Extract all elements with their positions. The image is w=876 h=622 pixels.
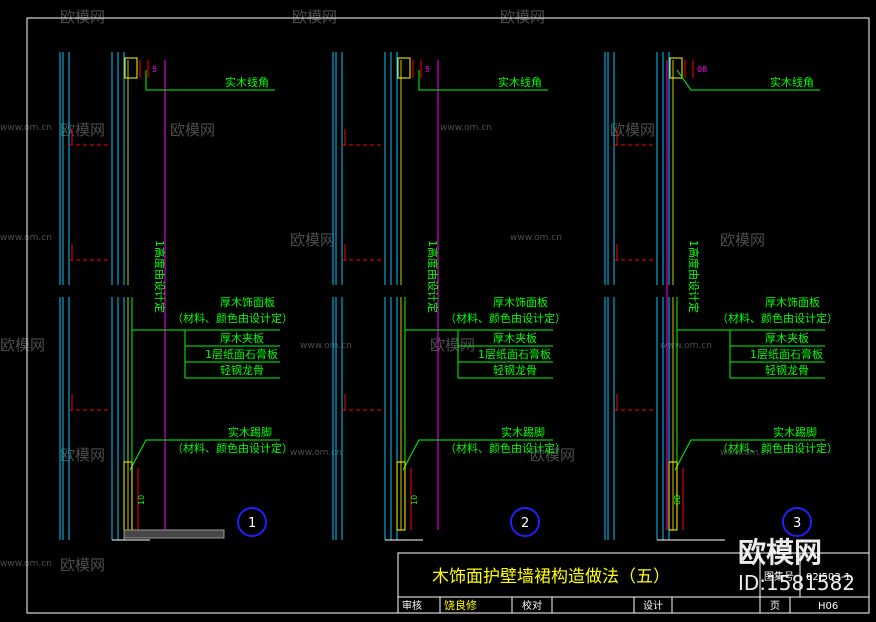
- watermark-url: www.om.cn: [720, 448, 772, 458]
- watermark-text: 欧模网: [720, 231, 765, 249]
- top-moulding-label: 实木线角: [225, 75, 269, 89]
- review-label: 审核: [402, 599, 422, 612]
- base-leader: [674, 439, 825, 471]
- base-label: 实木踢脚: [228, 425, 272, 439]
- watermark-text: 欧模网: [530, 446, 575, 464]
- top-dim-text: 08: [697, 65, 707, 74]
- watermark-text: 欧模网: [292, 8, 337, 26]
- watermark-text: 欧模网: [290, 231, 335, 249]
- base-leader: [129, 439, 280, 471]
- panel-leader: [677, 329, 825, 379]
- height-label: 1高度由设计定: [426, 240, 440, 313]
- title-block: 木饰面护壁墙裙构造做法（五） 图集号 02J503-1 审核 饶良修 校对 设计…: [397, 552, 870, 614]
- top-leader: [676, 69, 820, 91]
- top-leader: [145, 70, 275, 91]
- panel-label: 1层纸面石膏板: [478, 347, 551, 361]
- watermark-text: 欧模网: [60, 556, 105, 574]
- check-label: 校对: [522, 599, 542, 612]
- base-label: 实木踢脚: [773, 425, 817, 439]
- height-label: 1高度由设计定: [687, 240, 701, 313]
- height-label: 1高度由设计定: [153, 240, 167, 313]
- panel-label: 轻钢龙骨: [765, 363, 809, 377]
- atlas-label: 图集号: [764, 570, 794, 583]
- base-label: （材料、颜色由设计定）: [445, 441, 566, 455]
- section-number-circle: [237, 507, 267, 537]
- base-dim-text: 10: [137, 495, 146, 505]
- skirting-board: [668, 461, 678, 531]
- panel-leader: [405, 329, 553, 379]
- watermark-text: 欧模网: [60, 121, 105, 139]
- watermark-url: www.om.cn: [290, 448, 342, 458]
- top-moulding: [124, 57, 138, 79]
- panel-label: 厚木夹板: [220, 331, 264, 345]
- watermark-url: www.om.cn: [510, 233, 562, 243]
- section-2: 5 实木线角 1高度由设计定厚木饰面板 （材料、颜色由设计定） 厚木夹板 1层纸面石膏板轻…: [332, 52, 566, 541]
- top-moulding-label: 实木线角: [770, 75, 814, 89]
- base-label: 实木踢脚: [501, 425, 545, 439]
- panel-label: 1层纸面石膏板: [205, 347, 278, 361]
- section-number: 1: [248, 516, 256, 531]
- panel-label: （材料、颜色由设计定）: [445, 311, 566, 325]
- section-number: 3: [793, 516, 801, 531]
- base-dim-text: 08: [673, 495, 682, 505]
- top-moulding: [669, 57, 683, 79]
- watermark-url: www.om.cn: [0, 233, 52, 243]
- section-1: 5 实木线角 1高度由设计定厚木饰面板 （材料、颜色由设计定） 厚木夹板 1层纸面石膏板轻…: [59, 52, 293, 541]
- review-name: 饶良修: [444, 598, 477, 612]
- floor-slab: [123, 529, 225, 539]
- panel-label: 1层纸面石膏板: [750, 347, 823, 361]
- top-moulding: [397, 57, 411, 79]
- base-label: （材料、颜色由设计定）: [717, 441, 838, 455]
- section-number-circle: [510, 507, 540, 537]
- panel-label: 厚木夹板: [493, 331, 537, 345]
- watermark-text: 欧模网: [170, 121, 215, 139]
- panel-label: 厚木饰面板: [220, 295, 275, 309]
- watermark-text: 欧模网: [500, 8, 545, 26]
- top-dim-text: 5: [425, 65, 430, 74]
- section-number-circle: [782, 507, 812, 537]
- panel-label: 厚木饰面板: [765, 295, 820, 309]
- skirting-board: [396, 461, 406, 531]
- design-label: 设计: [643, 599, 663, 612]
- panel-leader: [132, 329, 280, 379]
- brand-name: 欧模网: [738, 536, 822, 569]
- page-label: 页: [770, 600, 780, 612]
- watermark-text: 欧模网: [60, 8, 105, 26]
- top-moulding-label: 实木线角: [498, 75, 542, 89]
- section-number: 2: [521, 516, 529, 531]
- panel-label: 厚木夹板: [765, 331, 809, 345]
- base-dim-text: 10: [410, 495, 419, 505]
- watermark-url: www.om.cn: [300, 341, 352, 351]
- top-dim-text: 5: [152, 65, 157, 74]
- brand-id: ID:1581582: [738, 571, 855, 595]
- watermark-url: www.om.cn: [0, 123, 52, 133]
- panel-label: 厚木饰面板: [493, 295, 548, 309]
- page-number: H06: [818, 601, 838, 612]
- atlas-number: 02J503-1: [806, 572, 851, 583]
- watermark-url: www.om.cn: [440, 123, 492, 133]
- top-leader: [418, 70, 548, 91]
- watermark-layer: 欧模网欧模网欧模网欧模网欧模网欧模网欧模网欧模网欧模网欧模网欧模网欧模网欧模网w…: [0, 8, 772, 574]
- watermark-url: www.om.cn: [660, 341, 712, 351]
- base-label: （材料、颜色由设计定）: [172, 441, 293, 455]
- section-3: 08 实木线角 1高度由设计定厚木饰面板 （材料、颜色由设计定） 厚木夹板 1层纸面石膏板…: [604, 52, 838, 541]
- watermark-text: 欧模网: [610, 121, 655, 139]
- watermark-text: 欧模网: [60, 446, 105, 464]
- panel-label: 轻钢龙骨: [493, 363, 537, 377]
- panel-label: （材料、颜色由设计定）: [172, 311, 293, 325]
- watermark-text: 欧模网: [0, 336, 45, 354]
- watermark-text: 欧模网: [430, 336, 475, 354]
- base-leader: [402, 439, 553, 471]
- panel-label: 轻钢龙骨: [220, 363, 264, 377]
- panel-label: （材料、颜色由设计定）: [717, 311, 838, 325]
- watermark-url: www.om.cn: [0, 559, 52, 569]
- drawing-title: 木饰面护壁墙裙构造做法（五）: [432, 567, 670, 587]
